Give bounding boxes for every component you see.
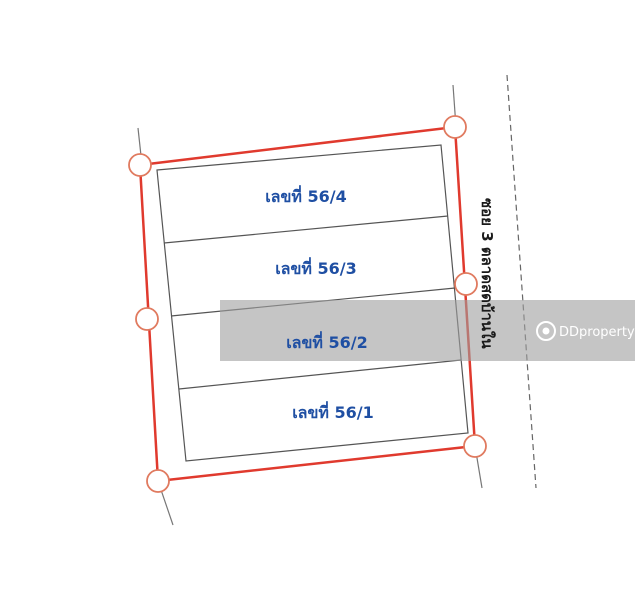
lots-outline [156,144,469,462]
road-label: ซอย 3 ตลาดสดบ้านใน [478,198,496,349]
lot-label-56-1: เลขที่ 56/1 [292,401,374,422]
boundary-marker-bottom-right [463,434,487,458]
boundary-marker-top-right [443,115,467,139]
boundary-marker-bottom-left [146,469,170,493]
boundary-marker-left-middle [135,307,159,331]
boundary-marker-right-middle [454,272,478,296]
lot-divider-1 [163,215,449,244]
lot-label-56-2: เลขที่ 56/2 [286,331,368,352]
road-centerline [506,74,537,489]
watermark-logo-icon [536,321,556,341]
watermark-logo: DDproperty [536,321,635,341]
lot-label-56-4: เลขที่ 56/4 [265,185,347,206]
lot-divider-3 [178,359,462,390]
watermark-band [220,300,635,361]
boundary-marker-top-left [128,153,152,177]
lot-label-56-3: เลขที่ 56/3 [275,257,357,278]
watermark-text: DDproperty [559,325,635,340]
